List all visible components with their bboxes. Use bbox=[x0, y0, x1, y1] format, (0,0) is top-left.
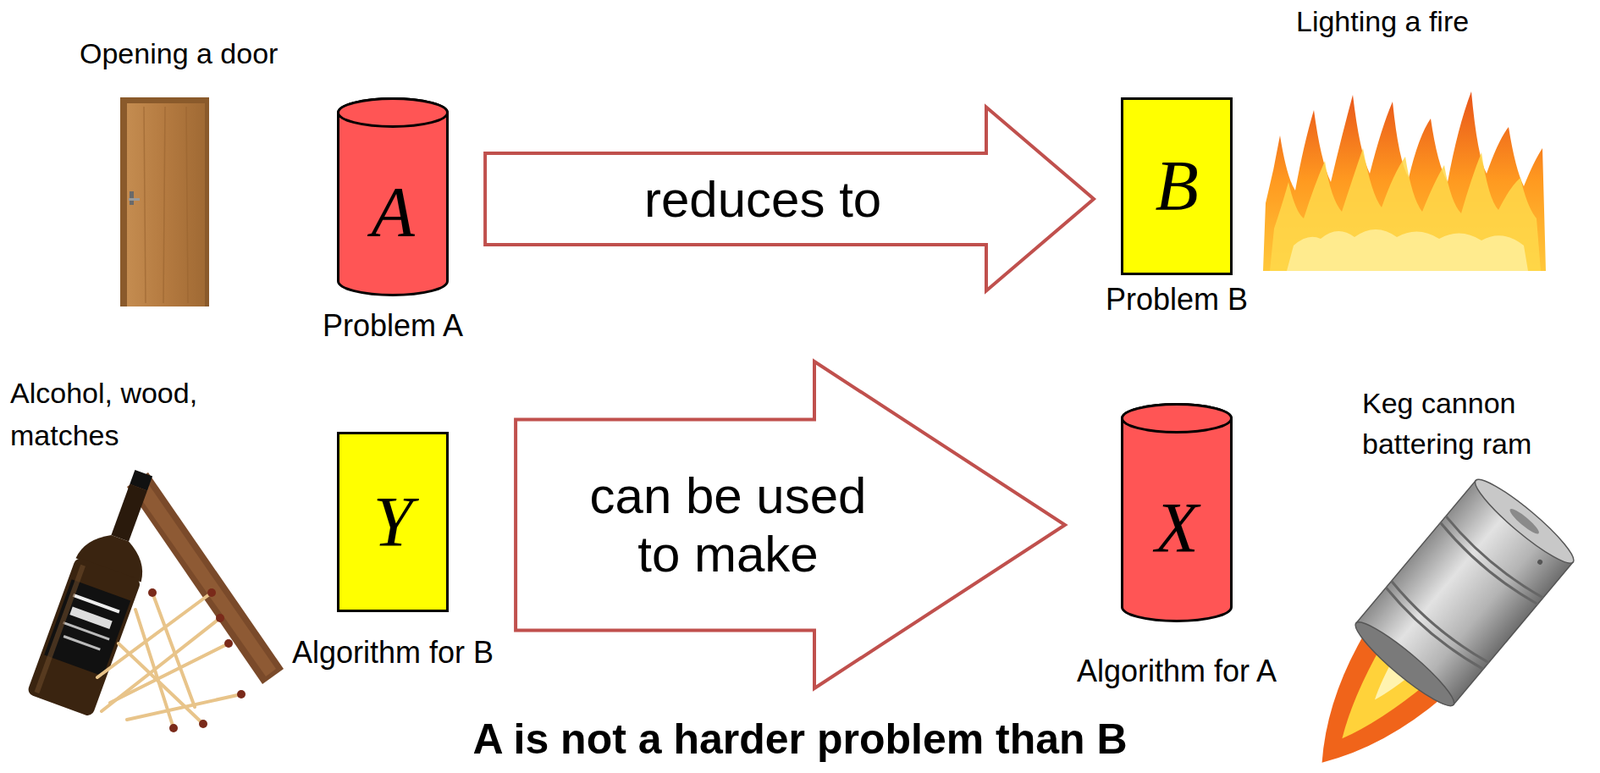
fire-picture bbox=[1263, 91, 1546, 271]
picture-label: Opening a door bbox=[79, 37, 278, 71]
node-caption: Algorithm for A bbox=[1076, 653, 1277, 689]
node-caption: Algorithm for B bbox=[292, 634, 494, 670]
picture-label: Lighting a fire bbox=[1296, 5, 1469, 39]
alcohol-wood-matches-picture bbox=[26, 461, 284, 733]
keg-cannon-picture bbox=[1273, 471, 1581, 773]
square-shape: B bbox=[1120, 97, 1233, 276]
square-node: B Problem B bbox=[1102, 97, 1252, 317]
cylinder-node: A Problem A bbox=[319, 97, 467, 343]
square-node: Y Algorithm for B bbox=[288, 431, 497, 670]
block-arrow bbox=[485, 107, 1094, 292]
problem-letter: A bbox=[370, 176, 414, 249]
cylinder-top bbox=[338, 99, 448, 127]
arrow-label: reduces to bbox=[644, 170, 882, 229]
cylinder-shape: X bbox=[1120, 402, 1233, 623]
problem-letter: X bbox=[1154, 492, 1198, 564]
cylinder-node: X Algorithm for A bbox=[1073, 402, 1280, 689]
arrow-label: can be used to make bbox=[567, 466, 889, 584]
problem-letter: Y bbox=[373, 486, 414, 558]
picture-label: Keg cannon battering ram bbox=[1362, 382, 1591, 464]
cylinder-shape: A bbox=[336, 97, 449, 297]
square-shape: Y bbox=[336, 431, 449, 613]
node-caption: Problem B bbox=[1105, 281, 1248, 317]
door-picture bbox=[120, 97, 210, 307]
block-arrow bbox=[515, 361, 1065, 689]
caption-text: A is not a harder problem than B bbox=[0, 716, 1600, 763]
node-caption: Problem A bbox=[322, 308, 464, 343]
cylinder-top bbox=[1122, 404, 1232, 433]
problem-letter: B bbox=[1154, 150, 1198, 222]
picture-label: Alcohol, wood, matches bbox=[10, 371, 239, 457]
cylinder-body bbox=[1122, 404, 1232, 622]
cylinder-body bbox=[338, 99, 448, 296]
